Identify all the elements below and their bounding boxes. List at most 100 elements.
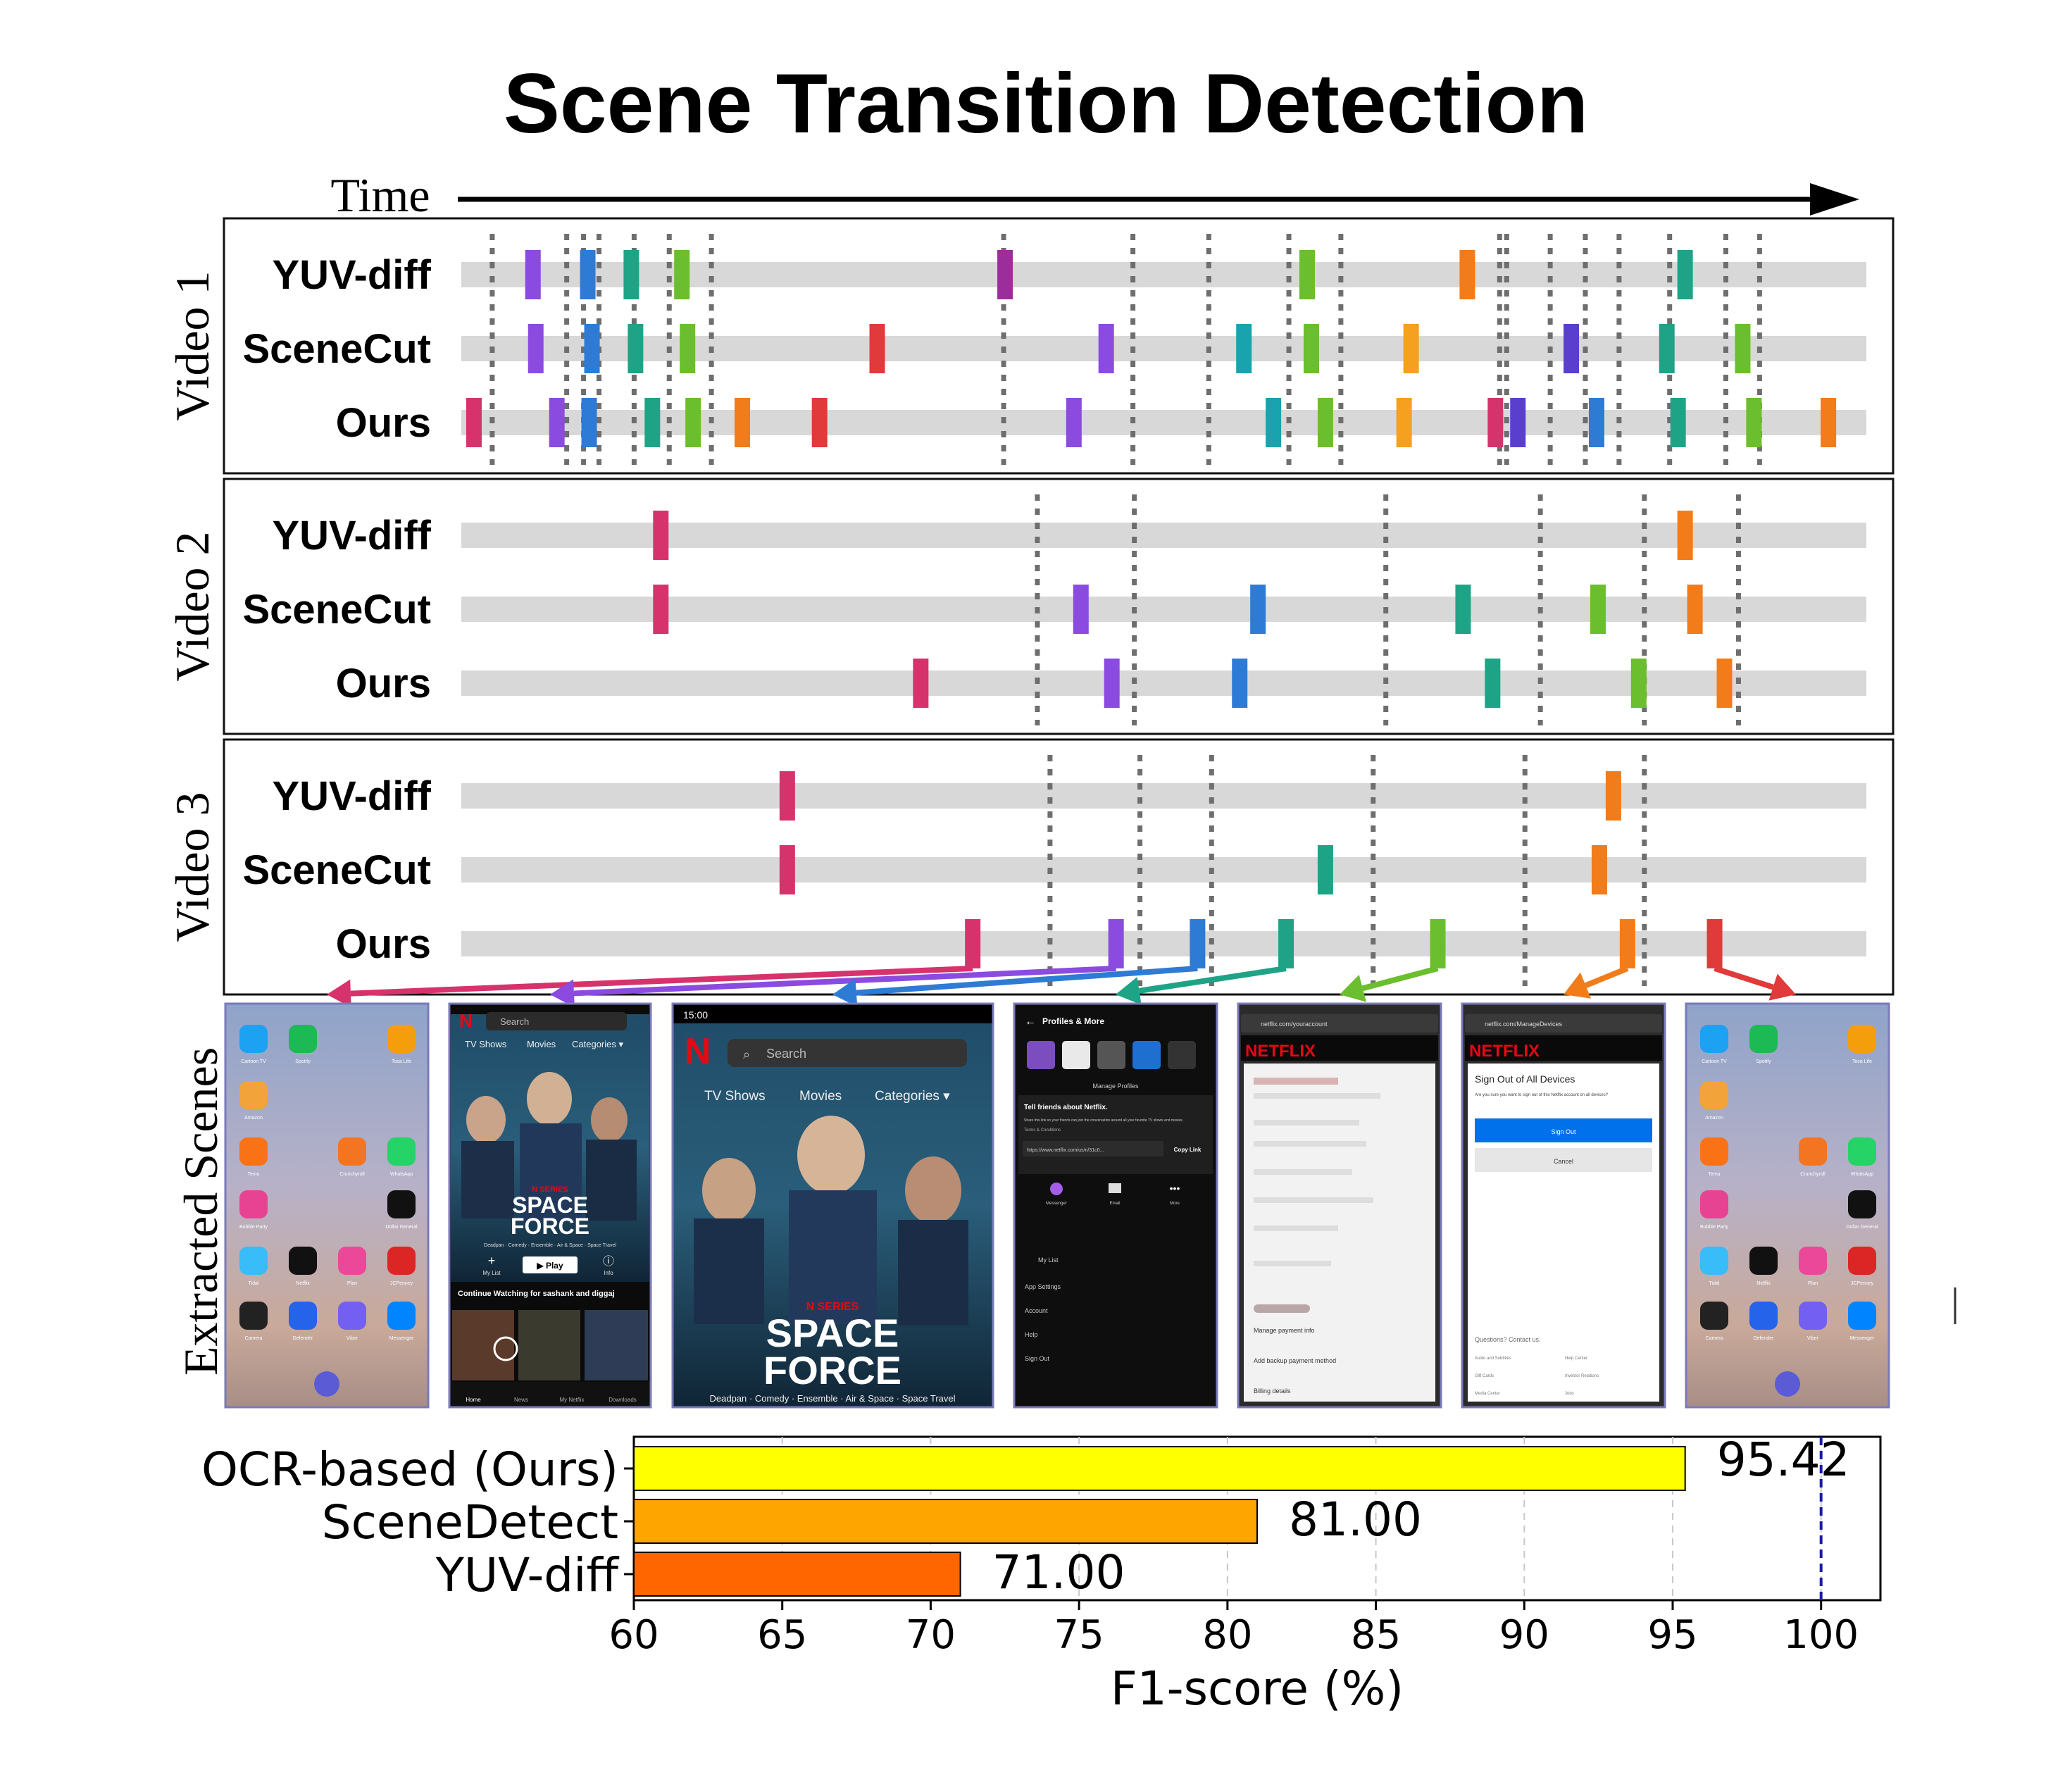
app-icon[interactable] [387, 1025, 416, 1053]
manage-payment-info[interactable]: Manage payment info [1254, 1327, 1315, 1334]
footer-link-investor[interactable]: Investor Relations [1565, 1374, 1599, 1378]
method-label: Ours [336, 661, 431, 706]
app-icon[interactable] [239, 1302, 268, 1330]
tab-categories[interactable]: Categories ▾ [572, 1039, 623, 1049]
sign-out-button[interactable] [1475, 1118, 1652, 1142]
app-icon[interactable] [1799, 1137, 1827, 1166]
cancel-button[interactable] [1475, 1148, 1652, 1172]
tab-tv-shows[interactable]: TV Shows [704, 1089, 766, 1104]
scene-link-arrowhead [327, 979, 351, 1008]
app-icon[interactable] [338, 1302, 366, 1330]
app-icon[interactable] [239, 1190, 268, 1218]
add-backup-payment[interactable]: Add backup payment method [1254, 1357, 1336, 1364]
copy-link-button[interactable]: Copy Link [1174, 1147, 1202, 1153]
questions-contact[interactable]: Questions? Contact us. [1475, 1336, 1541, 1343]
app-icon[interactable] [1749, 1025, 1778, 1053]
app-icon[interactable] [289, 1247, 317, 1275]
nav-my-netflix[interactable]: My Netflix [559, 1397, 584, 1403]
app-icon[interactable] [1848, 1025, 1876, 1053]
menu-help[interactable]: Help [1025, 1331, 1038, 1338]
back-arrow-icon[interactable]: ← [1025, 1016, 1036, 1028]
app-icon[interactable] [289, 1302, 317, 1330]
search-input[interactable]: Search [766, 1047, 806, 1061]
app-icon[interactable] [1700, 1025, 1728, 1053]
chart-x-tick-label: 75 [1054, 1612, 1104, 1658]
scene-6-sign-out-devices: netflix.com/ManageDevices NETFLIX Sign O… [1462, 1004, 1665, 1407]
terms-link[interactable]: Terms & Conditions [1024, 1128, 1061, 1133]
app-icon[interactable] [1848, 1137, 1876, 1166]
app-icon[interactable] [1848, 1190, 1876, 1218]
footer-link-help[interactable]: Help Center [1565, 1357, 1587, 1361]
app-icon[interactable] [1848, 1247, 1876, 1275]
continue-play-icon[interactable] [493, 1336, 518, 1361]
app-icon[interactable] [1700, 1190, 1728, 1218]
app-icon[interactable] [338, 1137, 366, 1166]
messenger-icon[interactable] [1050, 1183, 1063, 1195]
nav-downloads[interactable]: Downloads [609, 1397, 637, 1403]
app-icon[interactable] [1700, 1247, 1728, 1275]
footer-link-gift[interactable]: Gift Cards [1475, 1374, 1494, 1378]
tab-categories[interactable]: Categories ▾ [875, 1089, 950, 1104]
mylist-label: My List [482, 1270, 501, 1276]
browser-url-bar[interactable]: netflix.com/youraccount [1261, 1021, 1328, 1028]
tell-friends-heading: Tell friends about Netflix. [1024, 1104, 1108, 1111]
app-icon[interactable] [239, 1137, 268, 1166]
billing-details[interactable]: Billing details [1254, 1387, 1291, 1395]
browser-url-bar[interactable]: netflix.com/ManageDevices [1485, 1021, 1563, 1028]
profile-avatars[interactable] [1027, 1041, 1196, 1069]
menu-my-list[interactable]: My List [1038, 1256, 1059, 1264]
info-icon[interactable]: ⓘ [603, 1255, 614, 1268]
app-icon[interactable] [1799, 1247, 1827, 1275]
scene-link-arrowhead [1768, 973, 1796, 1001]
home-button-icon[interactable] [314, 1371, 339, 1397]
nav-home[interactable]: Home [466, 1397, 481, 1403]
detected-transition-mark [965, 919, 981, 968]
app-icon[interactable] [1749, 1247, 1778, 1275]
app-icon[interactable] [289, 1025, 317, 1053]
email-icon[interactable] [1109, 1183, 1121, 1193]
tab-movies[interactable]: Movies [527, 1039, 556, 1049]
menu-account[interactable]: Account [1025, 1307, 1048, 1314]
scene-link-arrowhead [550, 979, 575, 1008]
tab-tv-shows[interactable]: TV Shows [465, 1039, 507, 1049]
manage-profiles-link[interactable]: Manage Profiles [1092, 1083, 1139, 1090]
app-icon[interactable] [239, 1025, 268, 1053]
app-icon[interactable] [387, 1190, 416, 1218]
app-icon[interactable] [387, 1137, 416, 1166]
app-label: Amazon [244, 1116, 263, 1121]
menu-sign-out[interactable]: Sign Out [1025, 1355, 1050, 1362]
app-icon[interactable] [338, 1247, 366, 1275]
search-input[interactable]: Search [500, 1016, 529, 1027]
menu-app-settings[interactable]: App Settings [1025, 1283, 1061, 1290]
nav-news[interactable]: News [514, 1397, 528, 1403]
detected-transition-mark [1299, 250, 1315, 299]
app-label: Tidal [1709, 1281, 1720, 1286]
app-icon[interactable] [387, 1302, 416, 1330]
share-link-field[interactable]: https://www.netflix.com/us/n/31c0... [1027, 1148, 1104, 1153]
app-icon[interactable] [1799, 1302, 1827, 1330]
plus-icon[interactable]: + [488, 1254, 496, 1268]
app-icon[interactable] [387, 1247, 416, 1275]
footer-link-audio[interactable]: Audio and Subtitles [1475, 1357, 1511, 1361]
detected-transition-mark [1510, 398, 1526, 447]
play-button[interactable] [523, 1256, 578, 1273]
detected-transition-mark [1455, 585, 1471, 634]
app-icon[interactable] [239, 1081, 268, 1109]
app-icon[interactable] [1749, 1302, 1778, 1330]
app-label: Temu [1708, 1172, 1720, 1177]
app-icon[interactable] [1700, 1302, 1728, 1330]
app-icon[interactable] [239, 1247, 268, 1275]
app-icon[interactable] [1700, 1081, 1728, 1109]
show-title-line1: SPACE [766, 1311, 899, 1355]
footer-link-jobs[interactable]: Jobs [1565, 1392, 1574, 1396]
tab-movies[interactable]: Movies [799, 1089, 842, 1104]
detected-transition-mark [1278, 919, 1294, 968]
footer-link-media[interactable]: Media Center [1475, 1392, 1500, 1396]
more-icon[interactable]: ••• [1170, 1183, 1180, 1194]
scene-link-line [1139, 966, 1287, 994]
detected-transition-mark [580, 250, 596, 299]
home-button-icon[interactable] [1775, 1371, 1800, 1397]
app-icon[interactable] [1700, 1137, 1728, 1166]
app-icon[interactable] [1848, 1302, 1876, 1330]
search-icon: ⌕ [743, 1047, 750, 1061]
